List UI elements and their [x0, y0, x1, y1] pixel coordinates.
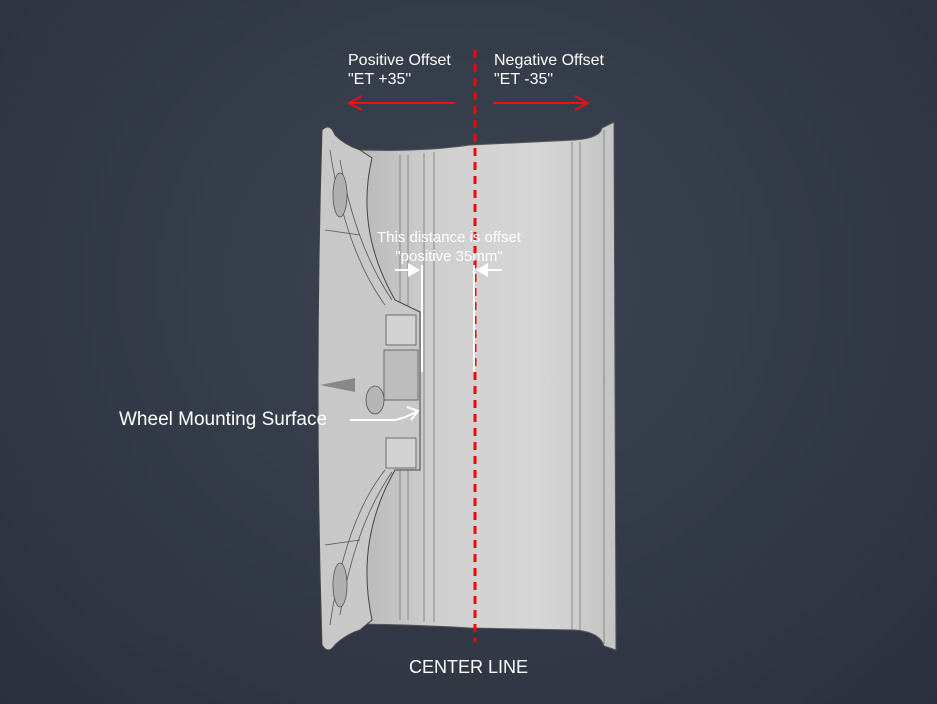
negative-offset-arrow	[493, 95, 591, 111]
offset-distance-line1: This distance is offset	[377, 229, 521, 246]
positive-offset-title: Positive Offset	[348, 52, 451, 69]
center-line-label: CENTER LINE	[409, 657, 529, 677]
offset-measurement	[395, 263, 502, 372]
positive-offset-label: Positive Offset "ET +35"	[348, 51, 451, 89]
wheel-face	[317, 126, 421, 651]
mounting-surface-label: Wheel Mounting Surface	[119, 409, 328, 430]
negative-offset-et: "ET -35"	[494, 71, 554, 88]
offset-distance-line2: "positive 35mm"	[395, 248, 503, 265]
positive-offset-arrow	[346, 95, 455, 111]
negative-offset-title: Negative Offset	[494, 52, 604, 69]
positive-offset-et: "ET +35"	[348, 71, 412, 88]
mounting-surface-arrow	[350, 406, 420, 421]
negative-offset-label: Negative Offset "ET -35"	[494, 51, 604, 89]
offset-direction-arrows	[346, 95, 591, 111]
offset-distance-label: This distance is offset "positive 35mm"	[369, 228, 529, 266]
wheel-barrel	[359, 121, 617, 651]
